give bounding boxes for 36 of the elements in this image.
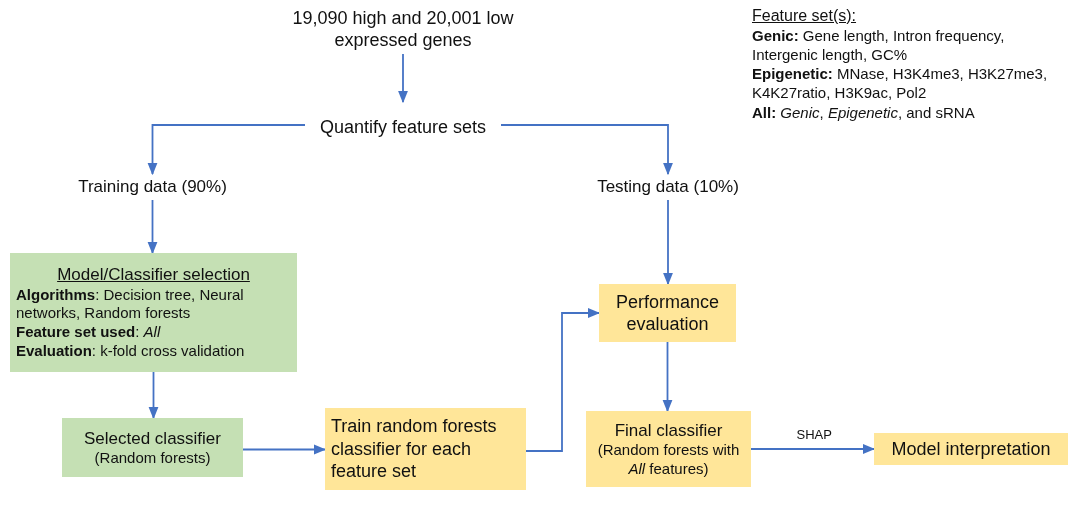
arrow	[750, 443, 876, 455]
node-text: 19,090 high and 20,001 low expressed genes	[291, 6, 515, 52]
arrow	[525, 307, 601, 452]
process-box	[325, 408, 526, 490]
arrow	[147, 124, 306, 176]
node-text: Algorithms: Decision tree, Neural networks, Random forests	[16, 285, 245, 324]
arrow	[662, 199, 674, 286]
node-text: Evaluation: k-fold cross validation	[16, 341, 246, 361]
node-text: Training data (90%)	[77, 176, 228, 198]
process-box	[599, 284, 736, 342]
edge-label: SHAP	[794, 427, 834, 442]
box-heading: Selected classifier	[83, 427, 222, 449]
arrow	[242, 444, 327, 455]
arrow	[148, 371, 159, 420]
arrow	[662, 341, 673, 413]
process-box	[62, 418, 243, 477]
arrow	[397, 53, 409, 104]
node-text: Model interpretation	[890, 437, 1052, 461]
feature-set-note: Genic: Gene length, Intron frequency, Intergenic length, GC%	[752, 26, 1006, 65]
box-subtext: (Random forests)	[93, 448, 212, 468]
feature-set-note: All: Genic, Epigenetic, and sRNA	[752, 102, 976, 122]
node-text: Testing data (10%)	[596, 176, 740, 198]
arrow	[500, 124, 674, 176]
node-text: Feature set used: All	[16, 323, 162, 342]
process-box	[874, 433, 1068, 465]
box-heading: Model/Classifier selection	[56, 264, 251, 286]
node-text: Train random forests classifier for each feature set	[331, 415, 498, 483]
arrow	[147, 199, 158, 255]
feature-set-heading: Feature set(s):	[752, 6, 858, 26]
box-subtext: (Random forests with All features)	[596, 440, 741, 479]
box-heading: Final classifier	[613, 419, 724, 441]
feature-set-note: Epigenetic: MNase, H3K4me3, H3K27me3, K4K27ratio, H3K9ac, Pol2	[752, 64, 1049, 103]
node-text: Performance evaluation	[614, 290, 720, 336]
node-text: Quantify feature sets	[318, 115, 488, 139]
process-box	[10, 253, 297, 372]
process-box	[586, 411, 751, 487]
